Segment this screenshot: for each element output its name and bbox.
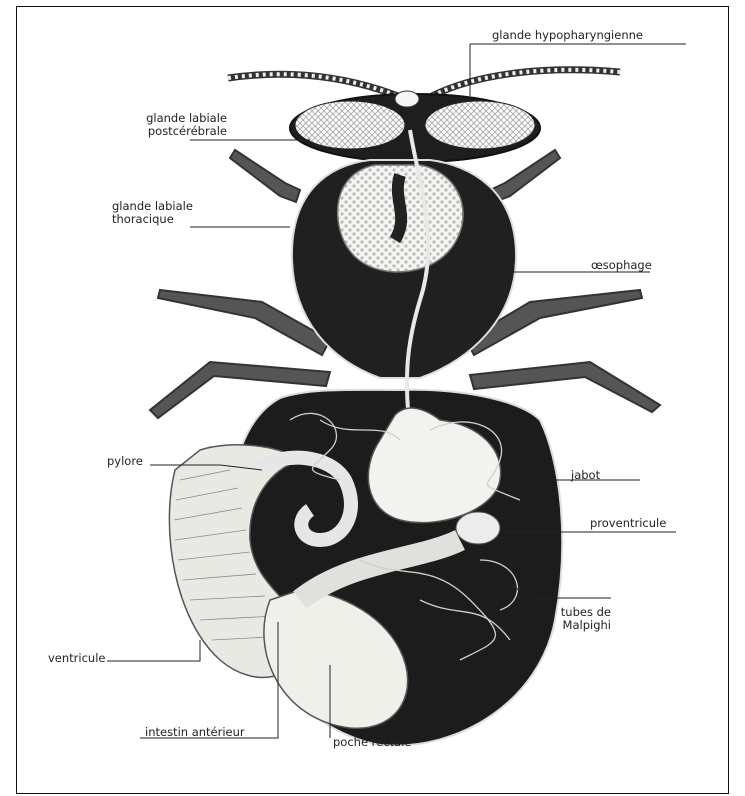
hypopharyngeal-gland [395,91,419,107]
gland-duct [395,175,401,240]
label-pylore: pylore [107,455,143,468]
label-jabot: jabot [571,469,600,482]
label-glande-labiale-thoracique-line2: thoracique [112,213,174,226]
label-poche-rectale: poche rectale [333,736,411,749]
antenna-right [432,70,620,96]
postcerebral-gland-right [425,101,535,149]
label-ventricule: ventricule [48,652,105,665]
antenna-left [228,74,398,96]
label-proventricule: proventricule [590,517,666,530]
postcerebral-gland-left [295,101,405,149]
proventriculus [456,512,500,544]
label-glande-labiale-postcerebrale-line2: postcérébrale [117,125,227,138]
label-oesophage: œsophage [591,259,652,272]
label-intestin-anterieur: intestin antérieur [145,726,245,739]
label-tubes-de-malpighi-line2: Malpighi [541,619,611,632]
label-glande-hypopharyngienne: glande hypopharyngienne [492,29,643,42]
